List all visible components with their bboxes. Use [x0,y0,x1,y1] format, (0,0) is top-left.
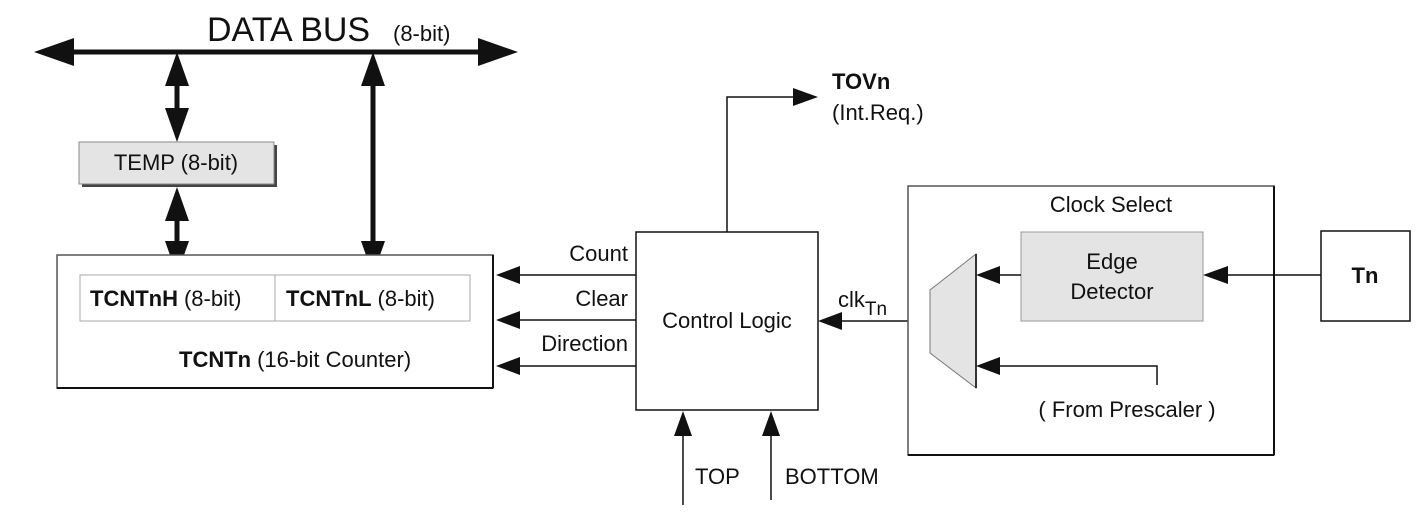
bus-tcntnl-arrow [361,52,385,275]
top-label: TOP [695,464,740,489]
bottom-label: BOTTOM [785,464,879,489]
clk-tn-signal: clkTn [818,287,930,330]
tcntnl-label: TCNTnL(8-bit) [286,286,435,311]
edge-detector-line1: Edge [1086,249,1137,274]
tcntn-counter: TCNTnH(8-bit) TCNTnL(8-bit) TCNTn(16-bit… [56,254,494,389]
data-bus-width: (8-bit) [393,21,450,46]
clock-select-title: Clock Select [1050,192,1172,217]
data-bus-right-arrowhead [478,38,518,66]
count-signal-label: Count [569,241,628,266]
tcntnl-register [274,274,471,322]
tovn-note: (Int.Req.) [832,100,924,125]
direction-signal-label: Direction [541,331,628,356]
top-input: TOP [674,411,740,505]
control-signals: Count Clear Direction [496,241,636,375]
tovn-label: TOVn [832,69,890,94]
data-bus-left-arrowhead [34,38,74,66]
clear-signal-label: Clear [575,286,628,311]
tn-pin-label: Tn [1352,263,1379,288]
tovn-output: TOVn (Int.Req.) [726,69,924,232]
data-bus-label: DATA BUS [207,11,370,49]
bottom-input: BOTTOM [762,411,879,500]
tcntnh-register [79,274,276,322]
prescaler-label: ( From Prescaler ) [1038,397,1215,422]
temp-register: TEMP (8-bit) [78,141,277,187]
control-logic-block: Control Logic [635,231,819,411]
tn-pin: Tn [1203,230,1411,322]
temp-register-label: TEMP (8-bit) [114,150,238,175]
control-logic-label: Control Logic [662,308,792,333]
data-bus: DATA BUS (8-bit) [34,8,518,66]
edge-detector-line2: Detector [1070,279,1153,304]
edge-detector: Edge Detector [1020,231,1204,322]
clk-tn-label: clkTn [838,287,887,320]
tcntn-caption: TCNTn(16-bit Counter) [179,347,411,372]
bus-temp-arrow [165,52,189,142]
tcntnh-label: TCNTnH(8-bit) [90,286,241,311]
clock-select-block: Clock Select Edge Detector ( From Presca… [907,185,1275,456]
